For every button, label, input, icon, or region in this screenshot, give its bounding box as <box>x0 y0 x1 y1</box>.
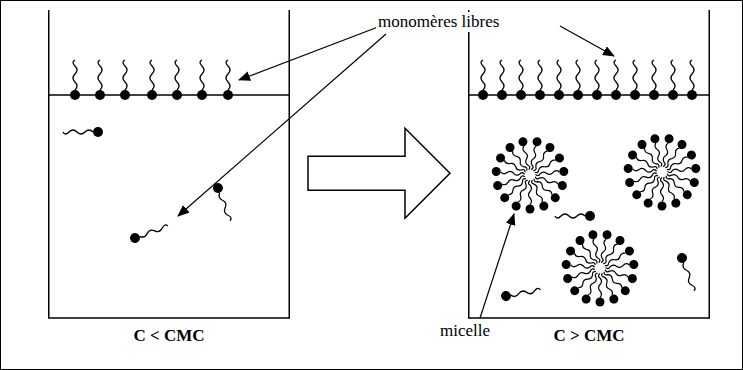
micelle-label: micelle <box>438 321 492 341</box>
beaker-outline <box>49 10 290 318</box>
surface-monomers <box>70 60 233 100</box>
beaker-outline <box>468 10 710 350</box>
beaker-outline <box>48 10 290 350</box>
beaker-outline <box>469 10 710 318</box>
hollow-arrow <box>308 128 450 218</box>
beaker: C > CMC <box>468 10 710 350</box>
water-surface <box>48 94 290 95</box>
free-monomers <box>63 127 235 244</box>
monomer-label: monomères libres <box>376 12 501 32</box>
condition-label: C < CMC <box>48 326 290 346</box>
label-holder: micelle <box>438 321 492 341</box>
beaker: C < CMC <box>48 10 290 350</box>
micelles <box>491 133 701 306</box>
surface-monomers <box>478 60 697 100</box>
leader-lines <box>178 26 614 318</box>
condition-label: C > CMC <box>468 326 710 346</box>
free-monomers <box>500 211 698 302</box>
label-holder: monomères libres <box>376 12 501 32</box>
